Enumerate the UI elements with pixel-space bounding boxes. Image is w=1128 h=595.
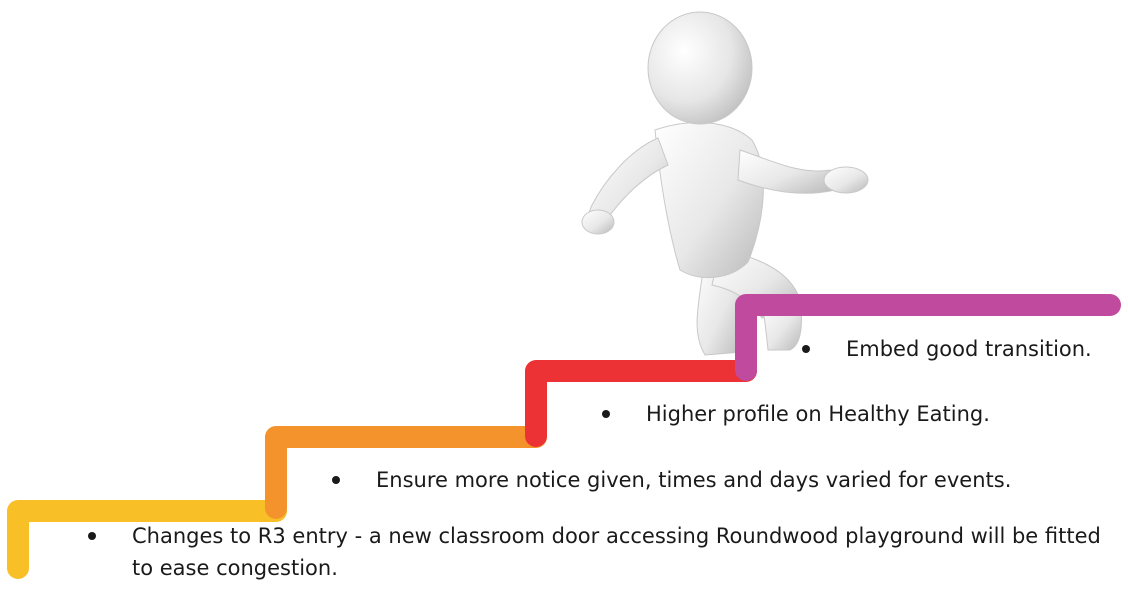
step-bar-3 (525, 360, 757, 447)
step-text-3: Higher profile on Healthy Eating. (602, 398, 1116, 430)
bullet-icon (88, 532, 96, 540)
bullet-icon (332, 476, 340, 484)
step-text-4: Embed good transition. (802, 333, 1116, 365)
bullet-icon (802, 345, 810, 353)
step-bar-2 (265, 426, 547, 519)
step-text-label: Higher profile on Healthy Eating. (646, 402, 990, 426)
step-text-label: Changes to R3 entry - a new classroom do… (132, 524, 1101, 580)
step-bar-1 (7, 500, 287, 579)
step-text-2: Ensure more notice given, times and days… (332, 464, 1116, 496)
step-text-label: Ensure more notice given, times and days… (376, 468, 1012, 492)
bullet-icon (602, 410, 610, 418)
step-text-1: Changes to R3 entry - a new classroom do… (88, 520, 1122, 584)
step-bar-4 (735, 294, 1121, 381)
step-text-label: Embed good transition. (846, 337, 1092, 361)
